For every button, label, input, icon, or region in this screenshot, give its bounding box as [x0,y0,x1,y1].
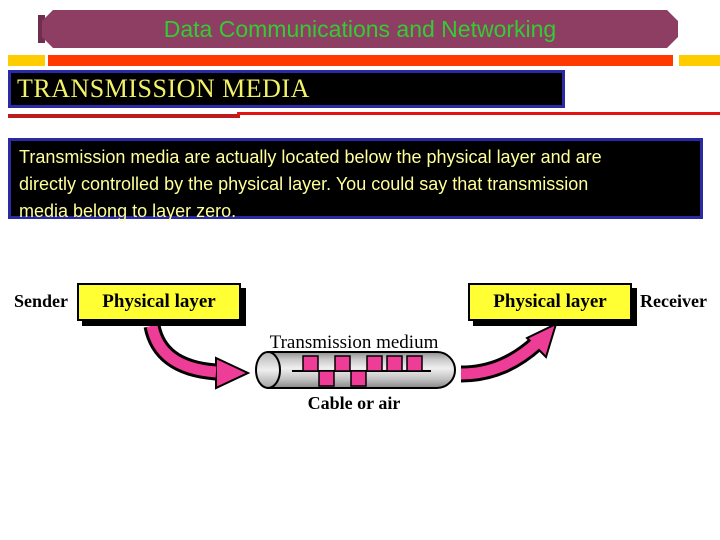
divider-rule-dark [8,114,240,118]
sender-arrow-icon [143,323,251,390]
body-text: Transmission media are actually located … [19,147,602,221]
slide-title: Data Communications and Networking [163,15,557,42]
section-title-panel: TRANSMISSION MEDIA [8,70,565,108]
cable-or-air-label: Cable or air [307,393,401,413]
receiver-arrow-icon [460,322,558,383]
divider-rule-bright [237,112,720,115]
accent-bar-middle [48,55,673,66]
transmission-cylinder-icon [255,351,456,389]
slide-title-banner: Data Communications and Networking [42,10,678,48]
accent-bar-left [8,55,45,66]
receiver-label: Receiver [640,291,707,311]
transmission-medium-label: Transmission medium [269,332,439,353]
accent-bar-right [679,55,720,66]
section-title: TRANSMISSION MEDIA [17,74,310,103]
physical-layer-box-sender: Physical layer [77,283,241,321]
physical-layer-box-receiver: Physical layer [468,283,632,321]
sender-label: Sender [14,291,68,311]
signal-squares [302,355,423,387]
banner-bevel [38,15,45,43]
body-text-panel: Transmission media are actually located … [8,138,703,221]
